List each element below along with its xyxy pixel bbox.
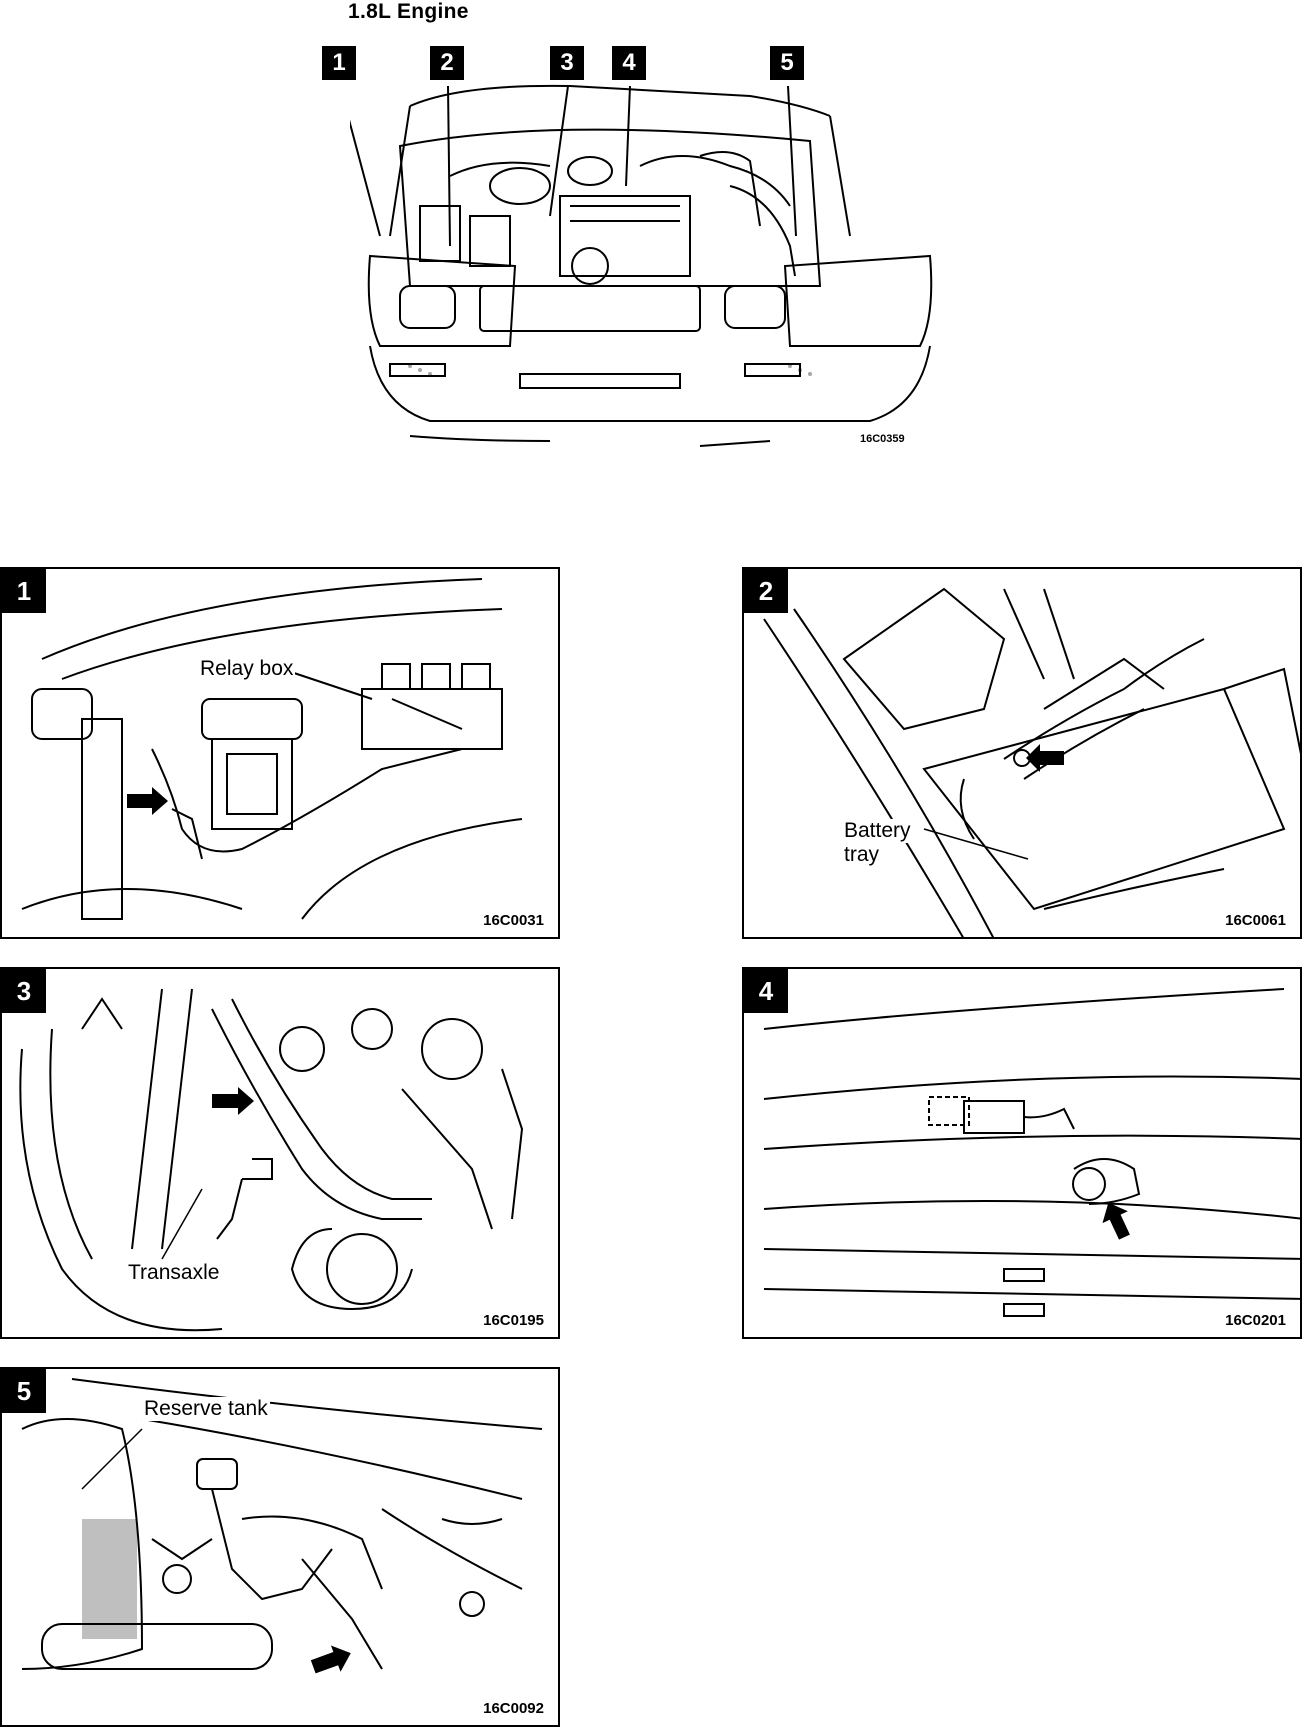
- detail-panel-4: 4 16C0201: [742, 967, 1302, 1339]
- reserve-tank-label: Reserve tank: [142, 1397, 270, 1421]
- detail-panel-3: 3 Transaxle 16C0195: [0, 967, 560, 1339]
- detail-panel-2: 2 Battery tray 16C0061: [742, 567, 1302, 939]
- panel-1-figure-code: 16C0031: [481, 912, 546, 929]
- panel-4-number: 4: [744, 969, 788, 1013]
- overview-callout-5: 5: [770, 46, 804, 80]
- pointer-arrow: [310, 1645, 351, 1674]
- battery-tray-ground-drawing: [763, 587, 1300, 937]
- detail-panel-1: 1 Relay box 16C0031: [0, 567, 560, 939]
- overview-callout-4: 4: [612, 46, 646, 80]
- panel-3-number: 3: [2, 969, 46, 1013]
- relay-box-label: Relay box: [198, 657, 296, 681]
- battery-label-line2: tray: [842, 843, 882, 867]
- pointer-arrow: [127, 787, 168, 815]
- overview-callout-3: 3: [550, 46, 584, 80]
- pointer-arrow: [212, 1087, 254, 1115]
- panel-3-figure-code: 16C0195: [481, 1312, 546, 1329]
- overview-figure-code: 16C0359: [860, 433, 905, 445]
- transaxle-ground-drawing: [19, 988, 524, 1332]
- reserve-tank-ground-drawing: [21, 1378, 543, 1674]
- pointer-arrow: [1102, 1202, 1130, 1240]
- relay-box-ground-drawing: [21, 578, 523, 920]
- panel-2-number: 2: [744, 569, 788, 613]
- panel-5-number: 5: [2, 1369, 46, 1413]
- overview-callout-1: 1: [322, 46, 356, 80]
- hood-ground-drawing: [763, 988, 1300, 1317]
- panel-1-number: 1: [2, 569, 46, 613]
- overview-callout-2: 2: [430, 46, 464, 80]
- panel-2-figure-code: 16C0061: [1223, 912, 1288, 929]
- panel-4-figure-code: 16C0201: [1223, 1312, 1288, 1329]
- engine-bay-overview-drawing: [339, 84, 933, 447]
- detail-panel-5: 5 Reserve tank 16C0092: [0, 1367, 560, 1727]
- pointer-arrow: [1026, 744, 1064, 772]
- transaxle-label: Transaxle: [126, 1261, 222, 1285]
- battery-label-line1: Battery: [842, 819, 913, 843]
- page-title: 1.8L Engine: [348, 0, 469, 23]
- engine-bay-overview-diagram: 1 2 3 4 5 16C0359: [322, 46, 950, 466]
- panel-5-figure-code: 16C0092: [481, 1700, 546, 1717]
